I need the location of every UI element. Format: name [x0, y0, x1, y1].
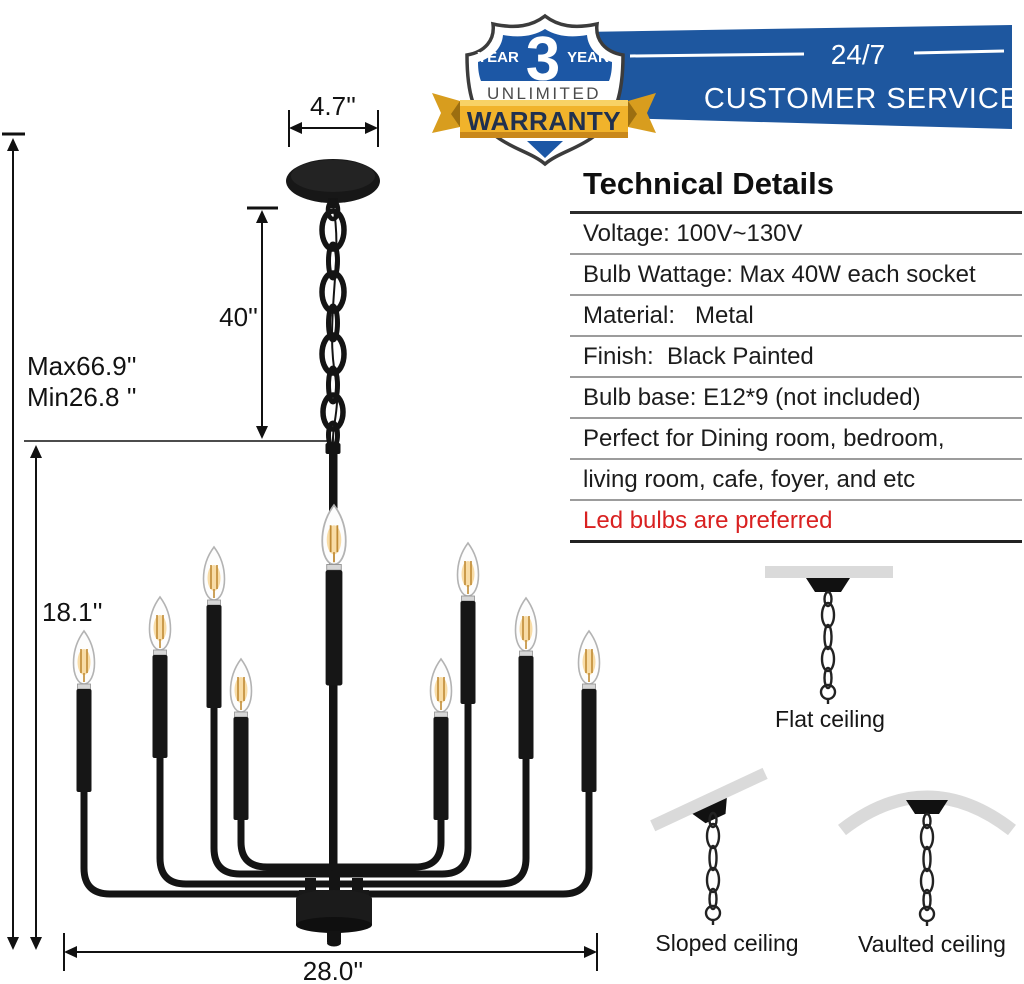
dimension-lines	[2, 110, 598, 971]
year-right-text: YEAR	[567, 49, 609, 66]
sloped-ceiling-icon	[650, 767, 768, 927]
spec-row-finish: Finish: Black Painted	[570, 337, 1022, 378]
service-24-7-text: 24/7	[831, 39, 886, 70]
ribbon-tails	[432, 93, 656, 133]
ribbon-band: WARRANTY	[460, 100, 628, 138]
vaulted-ceiling-icon	[838, 790, 1016, 928]
warranty-badge: 24/7 CUSTOMER SERVICE YEAR 3 YEAR UNLIMI…	[432, 13, 1020, 167]
dimension-arrowheads	[7, 122, 597, 958]
spec-row-usage-2: living room, cafe, foyer, and etc	[570, 460, 1022, 501]
spec-row-usage-1: Perfect for Dining room, bedroom,	[570, 419, 1022, 460]
spec-row-material: Material: Metal	[570, 296, 1022, 337]
chain	[319, 198, 347, 450]
canopy-width-label: 4.7''	[309, 91, 357, 121]
spec-row-voltage: Voltage: 100V~130V	[570, 214, 1022, 255]
body-height-label: 18.1''	[42, 597, 103, 627]
max-height-label: Max66.9''	[27, 351, 137, 381]
chandelier	[72, 159, 601, 947]
arms	[80, 698, 593, 898]
chain-length-label: 40''	[219, 302, 258, 332]
service-banner	[580, 25, 1012, 129]
vaulted-ceiling-label: Vaulted ceiling	[858, 931, 1006, 957]
warranty-shield: YEAR 3 YEAR UNLIMITED	[465, 13, 625, 167]
unlimited-text: UNLIMITED	[487, 84, 601, 103]
warranty-text: WARRANTY	[467, 106, 621, 136]
three-text: 3	[526, 25, 560, 94]
flat-ceiling-icon	[765, 566, 893, 706]
spec-row-wattage: Bulb Wattage: Max 40W each socket	[570, 255, 1022, 296]
flat-ceiling-label: Flat ceiling	[775, 706, 885, 732]
min-height-label: Min26.8 ''	[27, 382, 137, 412]
year-left-text: YEAR	[477, 49, 519, 66]
body-width-label: 28.0''	[302, 956, 364, 984]
bottom-hub	[296, 876, 372, 947]
spec-row-bulb-base: Bulb base: E12*9 (not included)	[570, 378, 1022, 419]
spec-row-led-note: Led bulbs are preferred	[570, 501, 1022, 543]
sloped-ceiling-label: Sloped ceiling	[655, 930, 799, 956]
technical-details-panel: Technical Details Voltage: 100V~130V Bul…	[570, 166, 1022, 543]
customer-service-text: CUSTOMER SERVICE	[704, 83, 1020, 115]
technical-details-title: Technical Details	[570, 166, 1022, 214]
